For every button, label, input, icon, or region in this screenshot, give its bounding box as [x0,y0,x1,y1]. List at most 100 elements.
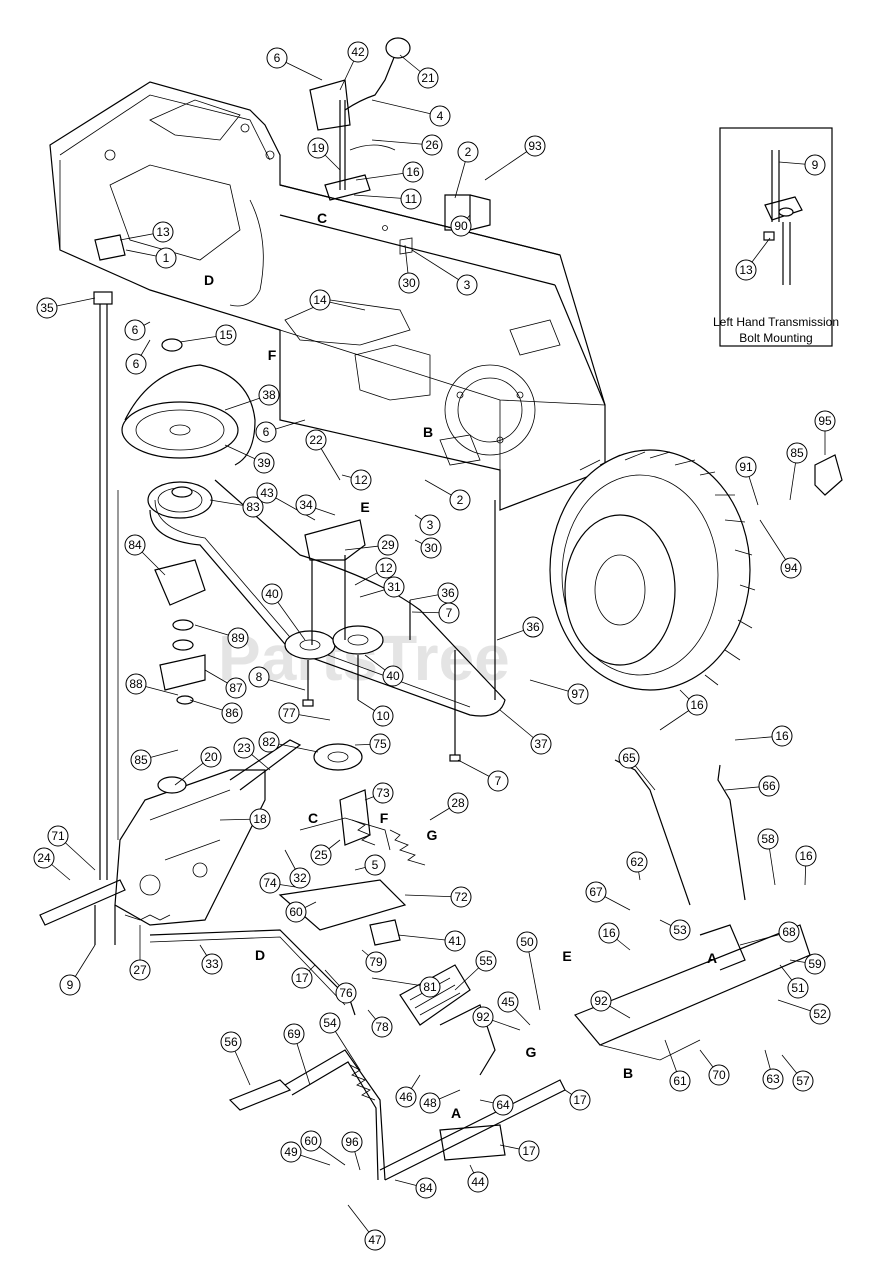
callout-number: 12 [379,561,393,575]
callout-circle [450,886,472,908]
callout-circle [289,867,311,889]
callout-number: 17 [295,971,309,985]
callout-number: 43 [260,486,274,500]
callout-circle [492,1094,514,1116]
part-callout: 90 [450,215,472,237]
part-callout: 8 [248,666,270,688]
callout-circle [402,161,424,183]
callout-circle [215,324,237,346]
part-callout: 3 [419,514,441,536]
part-callout: 51 [787,977,809,999]
callout-circle [375,557,397,579]
callout-circle [377,534,399,556]
callout-circle [419,976,441,998]
part-callout: 40 [382,665,404,687]
part-callout: 3 [456,274,478,296]
callout-circle [590,990,612,1012]
leader-line [371,99,441,117]
callout-circle [372,705,394,727]
part-callout: 24 [33,847,55,869]
callout-number: 6 [263,425,270,439]
part-callout: 53 [669,919,691,941]
part-callout: 32 [289,867,311,889]
part-callout: 23 [233,737,255,759]
reference-letter: G [427,827,438,843]
callout-circle [497,991,519,1013]
callout-number: 46 [399,1090,413,1104]
leader-line [411,249,468,286]
callout-number: 33 [205,957,219,971]
callout-number: 6 [132,323,139,337]
callout-number: 92 [476,1010,490,1024]
callout-number: 37 [534,737,548,751]
callout-number: 40 [265,587,279,601]
callout-number: 53 [673,923,687,937]
callout-number: 61 [673,1074,687,1088]
callout-number: 15 [219,328,233,342]
pulley-system [121,338,506,762]
callout-circle [487,770,509,792]
callout-number: 8 [256,670,263,684]
part-callout: 86 [221,702,243,724]
callout-circle [516,931,538,953]
callout-number: 69 [287,1027,301,1041]
part-callout: 15 [215,324,237,346]
callout-number: 58 [761,832,775,846]
part-callout: 88 [125,673,147,695]
part-callout: 60 [285,901,307,923]
callout-circle [400,188,422,210]
part-callout: 75 [369,733,391,755]
callout-circle [347,41,369,63]
part-callout: 9 [59,974,81,996]
callout-number: 35 [40,301,54,315]
callout-number: 77 [282,706,296,720]
callout-circle [522,616,544,638]
callout-circle [518,1140,540,1162]
reference-letter: D [255,947,265,963]
callout-number: 40 [386,669,400,683]
reference-letter: E [360,499,369,515]
callout-circle [472,1006,494,1028]
part-callout: 84 [415,1177,437,1199]
callout-circle [319,1012,341,1034]
part-callout: 63 [762,1068,784,1090]
callout-number: 50 [520,935,534,949]
callout-number: 6 [133,357,140,371]
callout-circle [809,1003,831,1025]
callout-circle [447,792,469,814]
brake-stack [154,559,206,705]
callout-number: 23 [237,741,251,755]
callout-circle [256,482,278,504]
part-callout: 14 [309,289,331,311]
part-callout: 17 [569,1089,591,1111]
part-callout: 92 [472,1006,494,1028]
callout-circle [420,537,442,559]
callout-number: 51 [791,981,805,995]
callout-circle [130,749,152,771]
callout-circle [475,950,497,972]
callout-circle [814,410,836,432]
part-callout: 36 [437,582,459,604]
part-callout: 16 [686,694,708,716]
callout-circle [295,494,317,516]
callout-circle [152,221,174,243]
callout-circle [598,922,620,944]
callout-number: 42 [351,45,365,59]
callout-circle [395,1086,417,1108]
callout-circle [438,602,460,624]
callout-circle [804,953,826,975]
callout-circle [369,733,391,755]
callout-circle [669,1070,691,1092]
callout-number: 64 [496,1098,510,1112]
callout-circle [280,1141,302,1163]
inset-callout-number: 9 [812,158,819,172]
part-callout: 1 [155,247,177,269]
part-callout: 22 [305,429,327,451]
part-callout: 27 [129,959,151,981]
callout-number: 59 [808,957,822,971]
callout-circle [283,1023,305,1045]
callout-circle [780,557,802,579]
part-callout: 85 [130,749,152,771]
callout-circle [457,141,479,163]
